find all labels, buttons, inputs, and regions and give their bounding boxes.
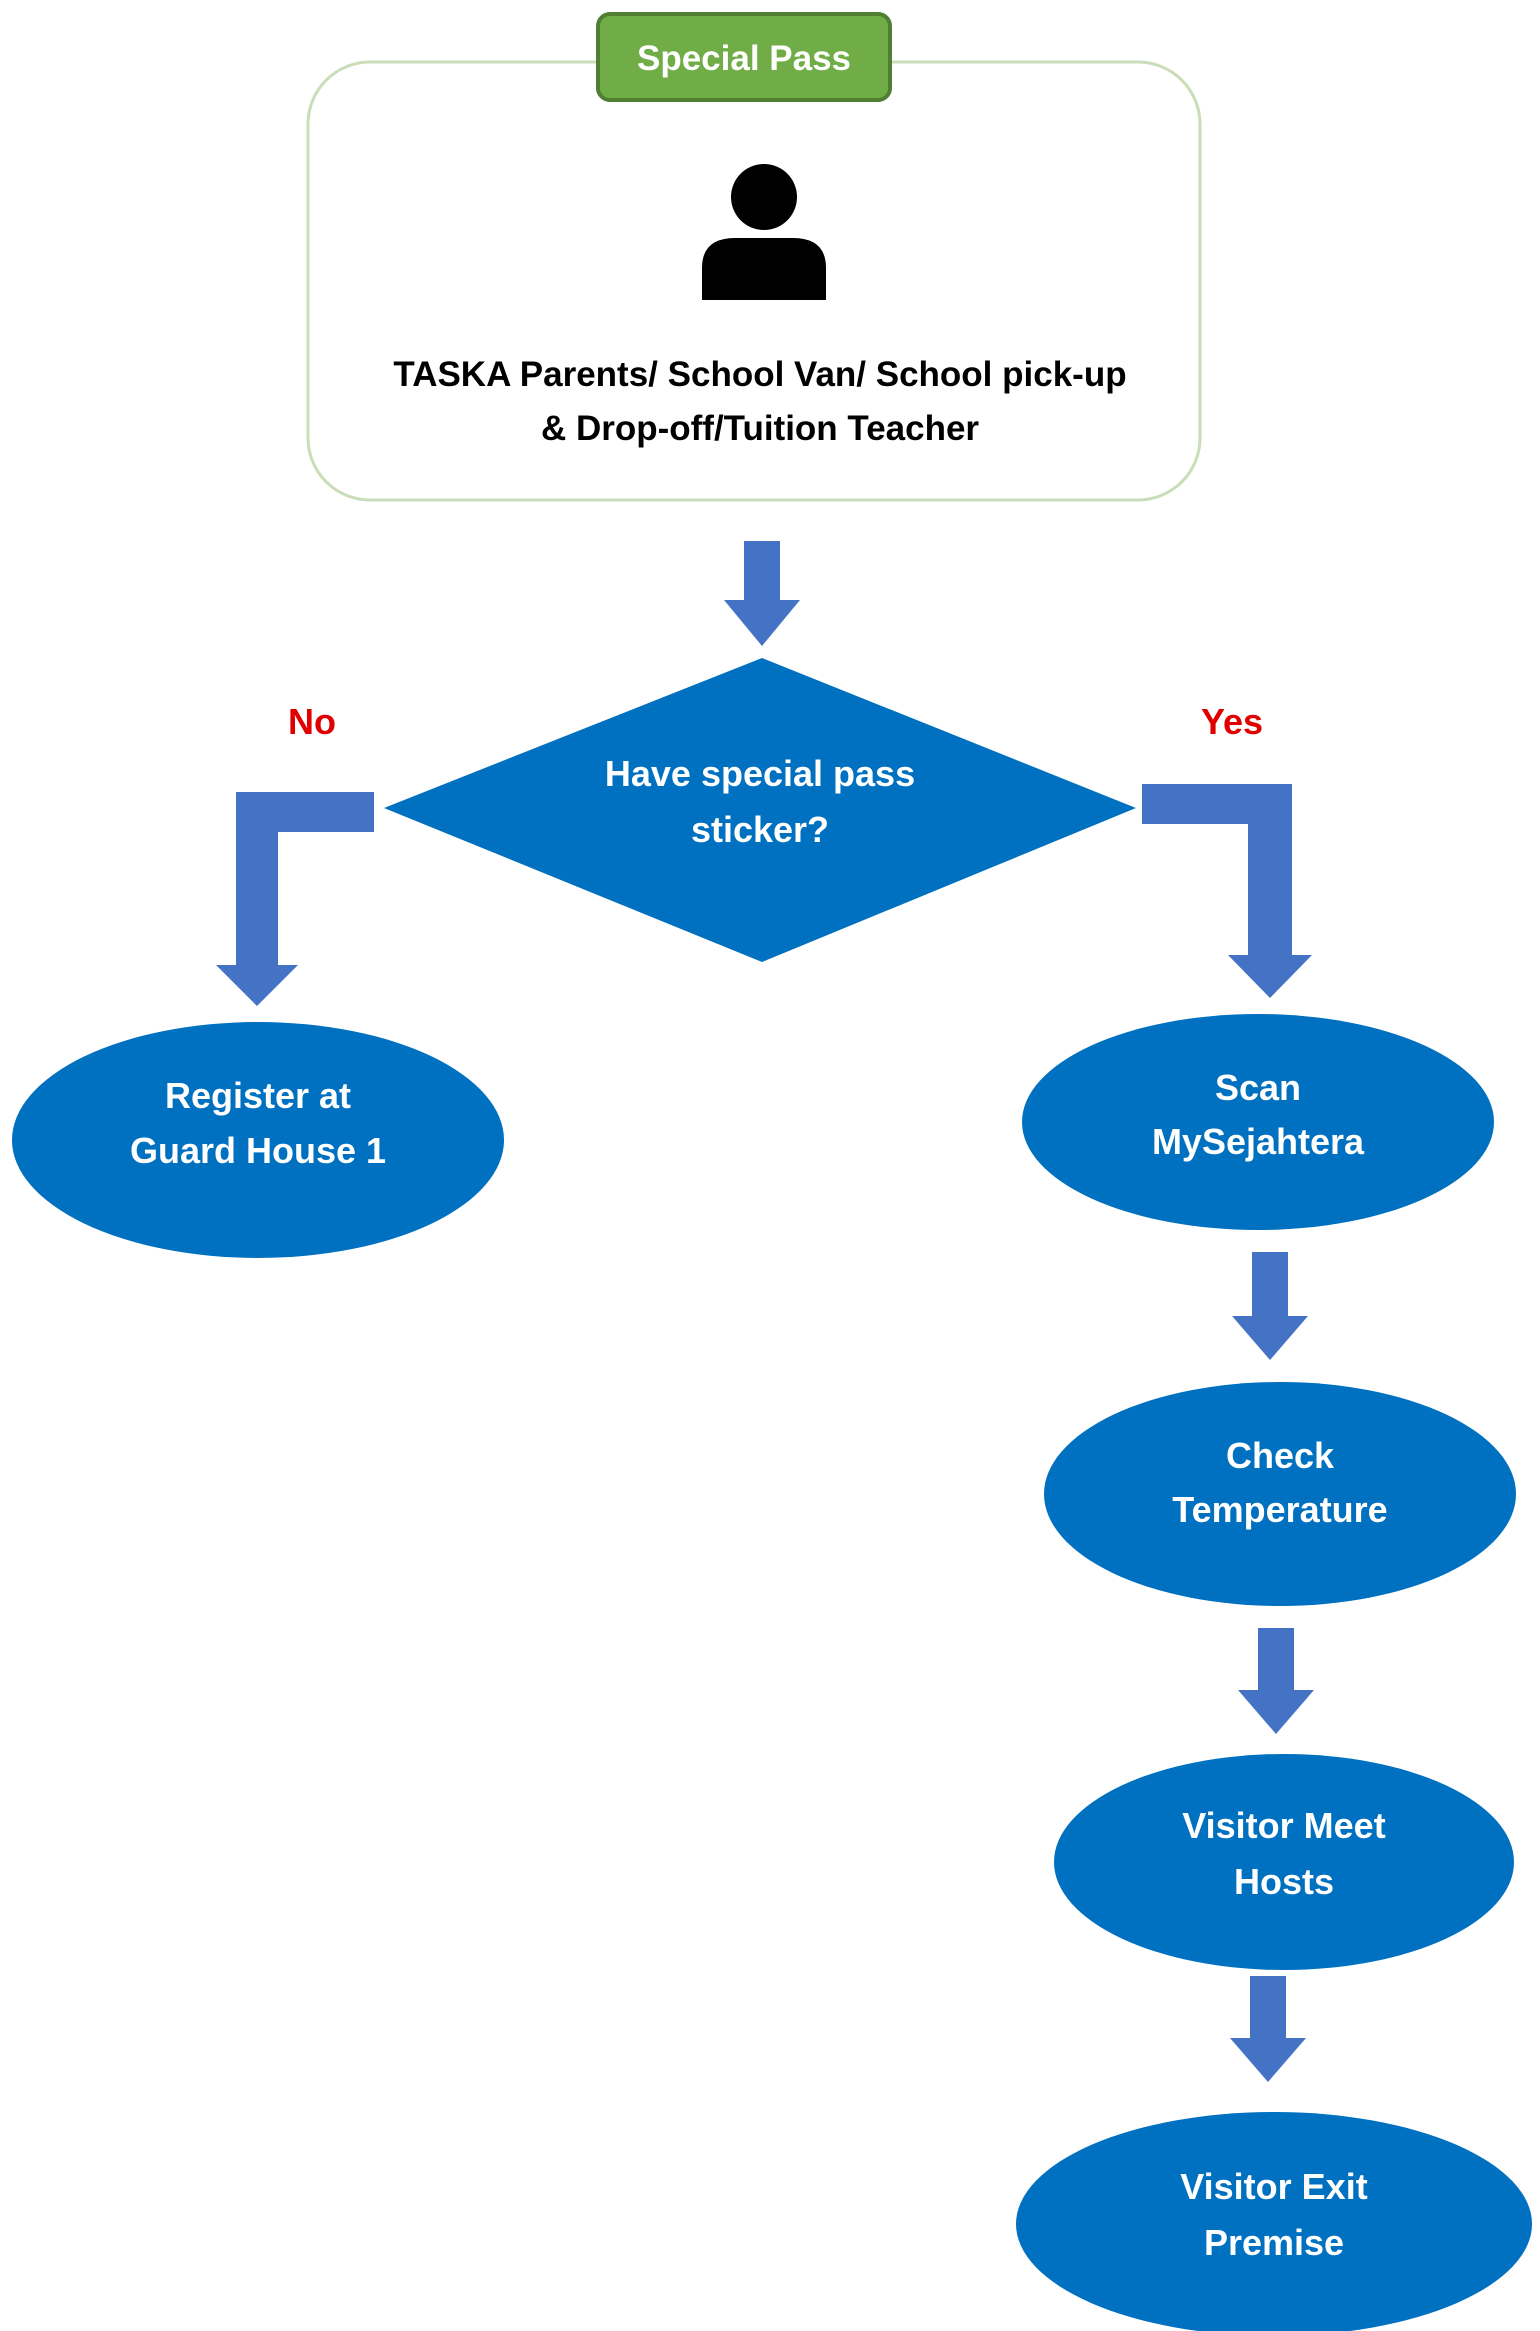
arrow-no-branch <box>216 792 374 1006</box>
no-label: No <box>288 701 336 742</box>
arrow-yes-branch <box>1142 784 1312 998</box>
arrow-meet-to-exit <box>1230 1976 1306 2082</box>
temperature-line-1: Check <box>1226 1435 1335 1476</box>
register-node <box>12 1022 504 1258</box>
temperature-node <box>1044 1382 1516 1606</box>
decision-diamond <box>384 658 1136 962</box>
actor-line-2: & Drop-off/Tuition Teacher <box>541 409 979 448</box>
register-line-2: Guard House 1 <box>130 1130 386 1171</box>
special-pass-tag <box>596 12 892 102</box>
person-icon <box>702 164 826 300</box>
arrow-scan-to-temperature <box>1232 1252 1308 1360</box>
exit-node <box>1016 2112 1532 2331</box>
scan-node <box>1022 1014 1494 1230</box>
scan-line-2: MySejahtera <box>1152 1121 1365 1162</box>
actor-line-1: TASKA Parents/ School Van/ School pick-u… <box>393 355 1126 394</box>
arrow-temperature-to-meet <box>1238 1628 1314 1734</box>
temperature-line-2: Temperature <box>1172 1489 1387 1530</box>
register-line-1: Register at <box>165 1075 351 1116</box>
special-pass-label: Special Pass <box>637 39 851 78</box>
meet-node <box>1054 1754 1514 1970</box>
exit-line-1: Visitor Exit <box>1180 2166 1367 2207</box>
scan-line-1: Scan <box>1215 1067 1301 1108</box>
meet-line-2: Hosts <box>1234 1861 1334 1902</box>
yes-label: Yes <box>1201 701 1263 742</box>
arrow-down-to-decision <box>724 541 800 646</box>
decision-line-1: Have special pass <box>605 753 915 794</box>
exit-line-2: Premise <box>1204 2222 1344 2263</box>
decision-line-2: sticker? <box>691 809 829 850</box>
meet-line-1: Visitor Meet <box>1182 1805 1385 1846</box>
